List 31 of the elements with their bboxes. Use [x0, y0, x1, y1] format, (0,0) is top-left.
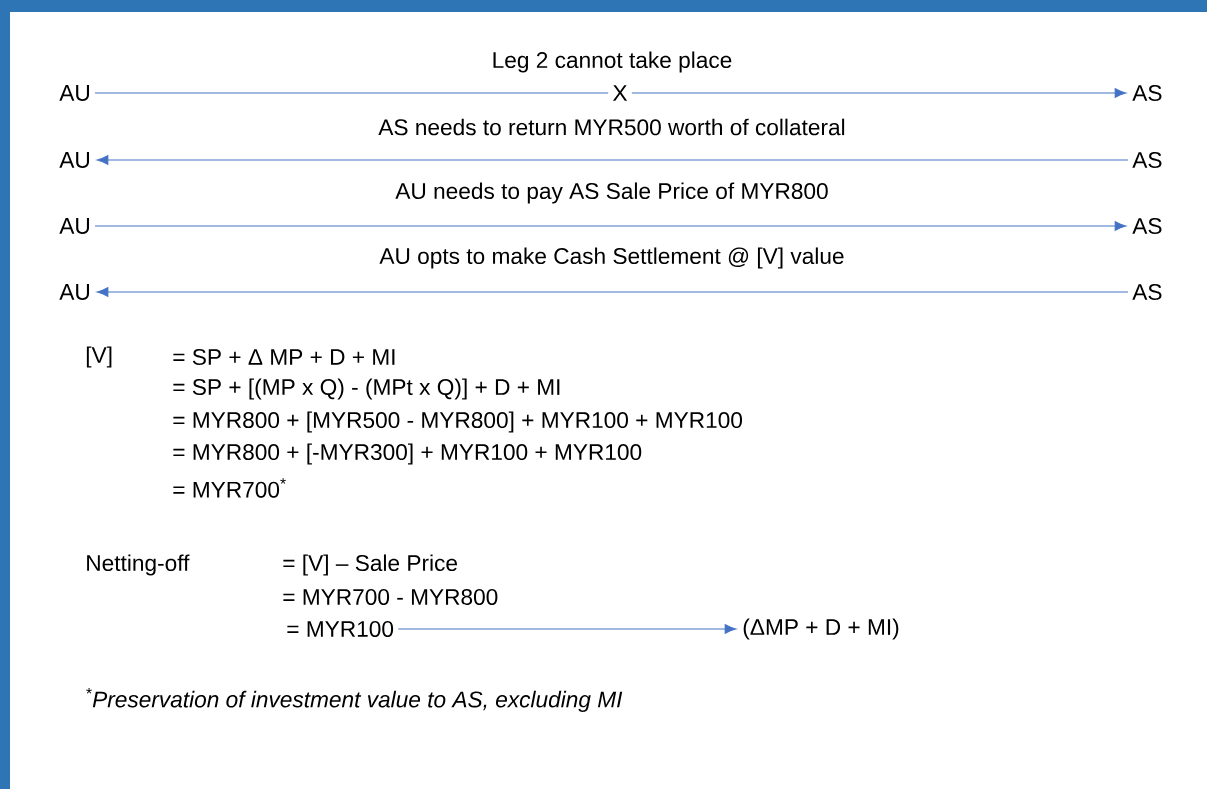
arrow — [94, 221, 1127, 231]
formula-text: = SP + Δ MP + D + MI — [173, 348, 395, 366]
formula-text: = MYR800 + [-MYR300] + MYR100 + MYR100 — [173, 443, 642, 465]
party-label: X — [612, 85, 628, 101]
party-label: AU — [59, 152, 89, 168]
party-label: AU — [59, 284, 89, 300]
arrow — [631, 88, 1127, 98]
formula-text: (ΔMP + D + MI) — [743, 618, 899, 640]
edge-label: AS needs to return MYR500 worth of collateral — [378, 118, 845, 136]
footnote: $^{*}$Preservation of investment value to AS, excluding MI — [86, 688, 623, 712]
party-label: AS — [1132, 283, 1162, 301]
formula-text: = SP + [(MP x Q) - (MPt x Q)] + D + MI — [173, 378, 560, 400]
edge-label: AU opts to make Cash Settlement @ [V] value — [379, 247, 844, 269]
term-label: [V] — [86, 346, 112, 368]
party-label: AU — [59, 85, 89, 101]
edge-label: AU needs to pay AS Sale Price of MYR800 — [395, 182, 828, 204]
edge-label: Leg 2 cannot take place — [493, 51, 732, 73]
arrow — [96, 287, 1129, 297]
party-label: AS — [1132, 217, 1162, 235]
party-label: AU — [59, 218, 89, 234]
party-label: AS — [1132, 151, 1162, 169]
arrow — [96, 155, 1129, 165]
formula-text: = MYR700 - MYR800 — [283, 588, 498, 606]
term-label: Netting-off — [87, 554, 190, 576]
formula-text: = MYR700$^{*}$ — [173, 478, 286, 498]
formula-text: = MYR100 — [287, 620, 394, 638]
party-label: AS — [1132, 84, 1162, 102]
formula-text: = [V] – Sale Price — [283, 554, 457, 576]
formula-text: = MYR800 + [MYR500 - MYR800] + MYR100 + MYR100 — [173, 411, 743, 433]
arrow — [397, 624, 737, 634]
connector-line — [94, 92, 609, 94]
